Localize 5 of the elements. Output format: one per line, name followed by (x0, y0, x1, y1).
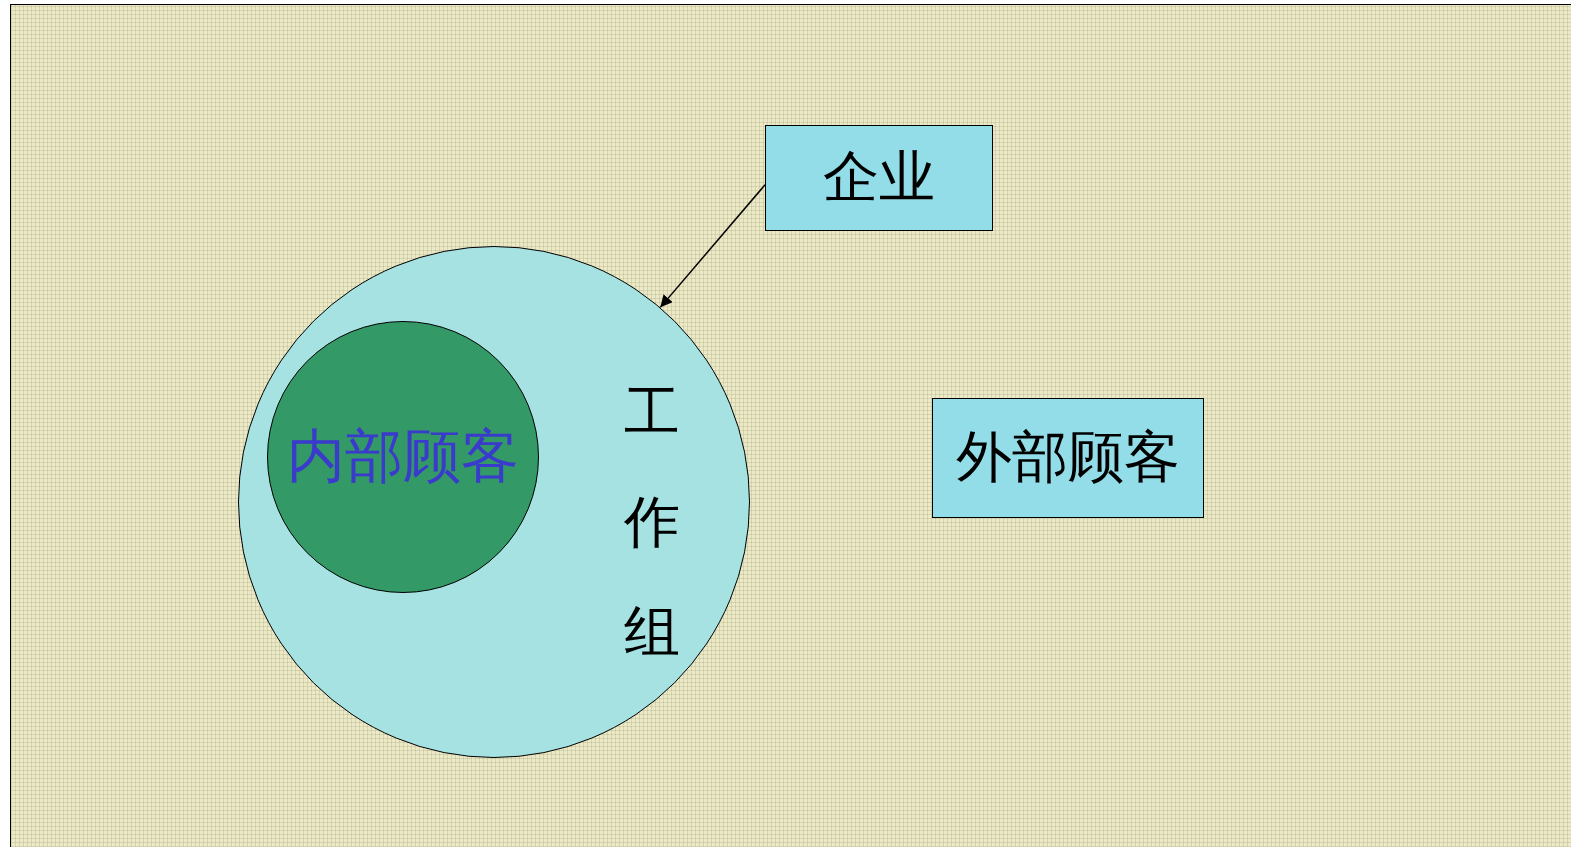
label-box: 企业 (765, 125, 993, 231)
circle-label: 内部顾客 (287, 421, 519, 492)
arrow (659, 184, 766, 309)
label-box: 外部顾客 (932, 398, 1204, 518)
circle-label: 工作组 (624, 378, 681, 666)
